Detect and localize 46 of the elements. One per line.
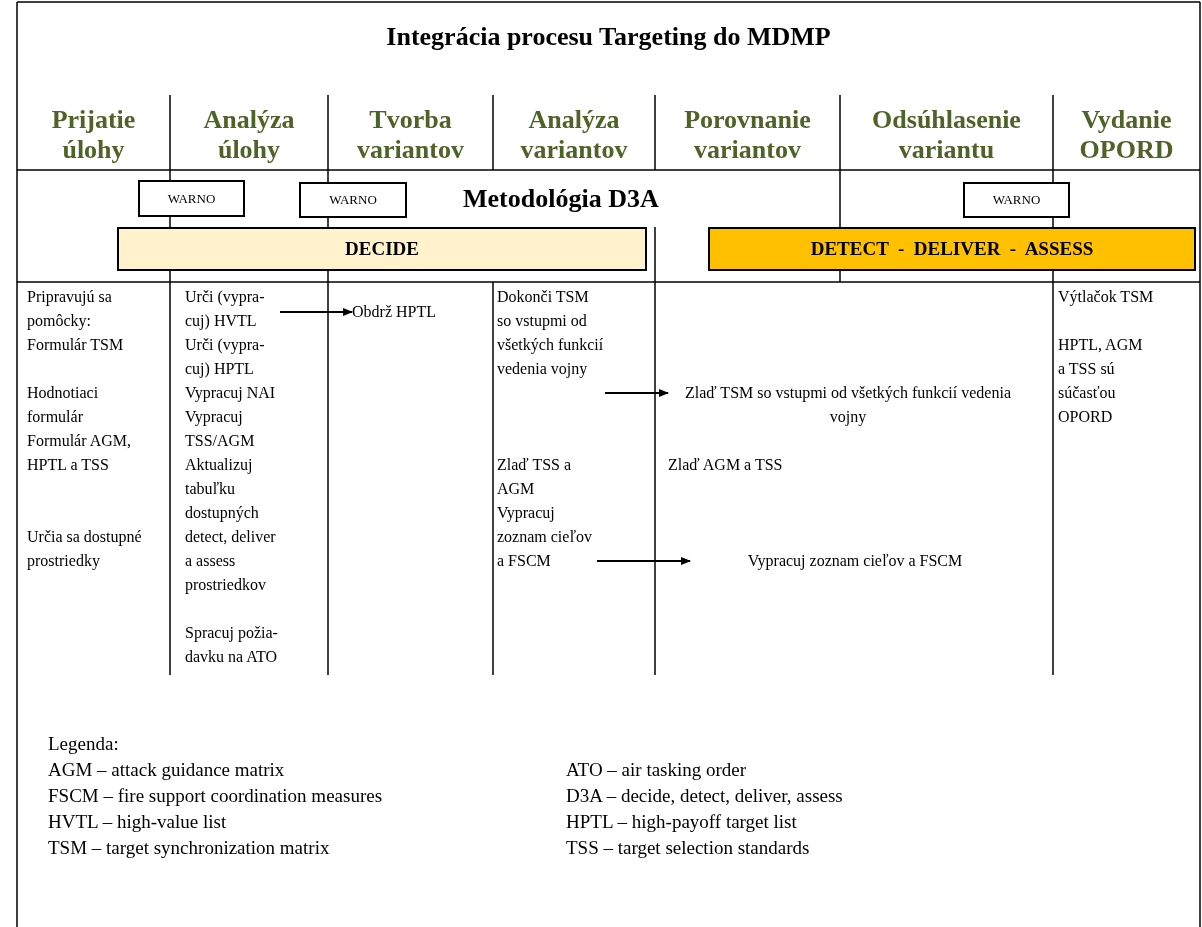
phase-heading: Odsúhlasenie variantu [871, 105, 1022, 165]
note-text: Hodnotiaci formulár [27, 383, 100, 427]
phase-bar: DETECT - DELIVER - ASSESS [708, 227, 1196, 271]
note-text: Zlaď TSS a AGM [497, 455, 573, 499]
phase-heading: Vydanie OPORD [1078, 105, 1175, 165]
legend-text: FSCM – fire support coordination measures [48, 784, 383, 808]
task-text: Urči (vypra- cuj) HVTL [185, 285, 280, 333]
legend-text: HVTL – high-value list [48, 810, 227, 834]
legend-text: D3A – decide, detect, deliver, assess [566, 784, 843, 808]
phase-bar: DECIDE [117, 227, 647, 271]
phase-heading: Porovnanie variantov [683, 105, 812, 165]
warning-order-box: WARNO [299, 182, 407, 218]
note-text: Určia sa dostupné prostriedky [27, 527, 143, 572]
note-text: HPTL, AGM a TSS sú súčasťou OPORD [1058, 335, 1144, 427]
phase-heading: Tvorba variantov [356, 105, 465, 165]
legend-text: TSS – target selection standards [566, 836, 810, 860]
task-text: Dokonči TSM so vstupmi od všetkých funkcií vedenia vojny [497, 285, 605, 405]
task-text: Vypracuj zoznam cieľov a FSCM [690, 549, 1020, 573]
note-text: Zlaď AGM a TSS [668, 455, 784, 475]
note-text: Výtlačok TSM [1058, 287, 1155, 308]
arrow [279, 308, 353, 316]
note-text: Vypracuj NAI [185, 383, 277, 404]
legend-text: TSM – target synchronization matrix [48, 836, 330, 860]
phase-heading: Prijatie úlohy [50, 105, 137, 165]
warning-order-box: WARNO [138, 180, 245, 217]
note-text: Pripravujú sa pomôcky: [27, 287, 113, 332]
phase-heading: Analýza variantov [519, 105, 629, 165]
arrow [596, 557, 691, 565]
legend-text: ATO – air tasking order [566, 758, 747, 782]
task-text: Vypracuj zoznam cieľov a FSCM [497, 501, 597, 573]
note-text: Formulár AGM, HPTL a TSS [27, 431, 132, 475]
legend-text: AGM – attack guidance matrix [48, 758, 285, 782]
diagram-title: Integrácia procesu Targeting do MDMP [385, 22, 832, 52]
note-text: Aktualizuj tabuľku dostupných detect, deliver a assess prostriedkov [185, 455, 277, 596]
legend-text: HPTL – high-payoff target list [566, 810, 797, 834]
arrow [604, 389, 669, 397]
task-text: Zlaď TSM so vstupmi od všetkých funkcií vedenia vojny [668, 381, 1028, 429]
task-text: Obdrž HPTL [352, 300, 452, 324]
note-text: Spracuj požia- davku na ATO [185, 623, 279, 667]
warning-order-box: WARNO [963, 182, 1070, 218]
phase-heading: Analýza úlohy [202, 105, 296, 165]
note-text: Formulár TSM [27, 335, 125, 355]
legend-text: Legenda: [48, 732, 119, 756]
methodology-heading: Metodológia D3A [463, 183, 659, 215]
note-text: Urči (vypra- cuj) HPTL [185, 335, 266, 380]
note-text: Vypracuj TSS/AGM [185, 407, 256, 451]
